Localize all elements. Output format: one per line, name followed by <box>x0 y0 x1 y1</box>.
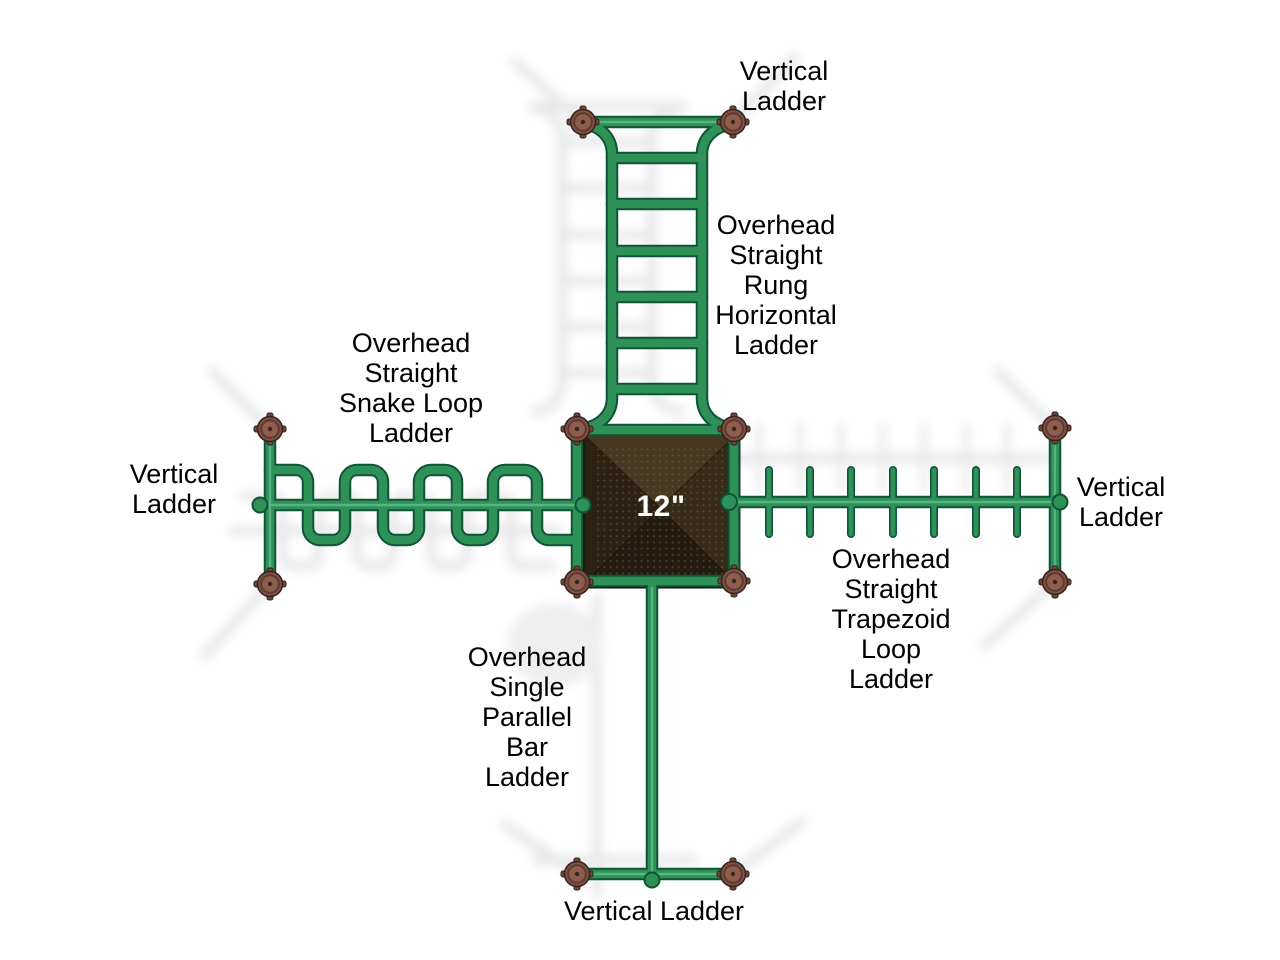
label-vertical-ladder-left: Vertical Ladder <box>129 459 219 519</box>
label-overhead-straight-trapezoid-loop-ladder: Overhead Straight Trapezoid Loop Ladder <box>831 544 951 694</box>
label-overhead-straight-rung-horizontal-ladder: Overhead Straight Rung Horizontal Ladder <box>715 210 837 360</box>
label-vertical-ladder-bottom: Vertical Ladder <box>563 896 745 926</box>
label-overhead-straight-snake-loop-ladder: Overhead Straight Snake Loop Ladder <box>338 328 484 448</box>
pipe-connector-bulbs <box>251 493 1069 889</box>
ground-shadows <box>199 52 1061 892</box>
label-overhead-single-parallel-bar-ladder: Overhead Single Parallel Bar Ladder <box>467 642 587 792</box>
deck-size-label: 12" <box>636 490 686 523</box>
center-deck <box>579 430 741 589</box>
label-vertical-ladder-top: Vertical Ladder <box>739 56 829 116</box>
label-vertical-ladder-right: Vertical Ladder <box>1076 472 1166 532</box>
